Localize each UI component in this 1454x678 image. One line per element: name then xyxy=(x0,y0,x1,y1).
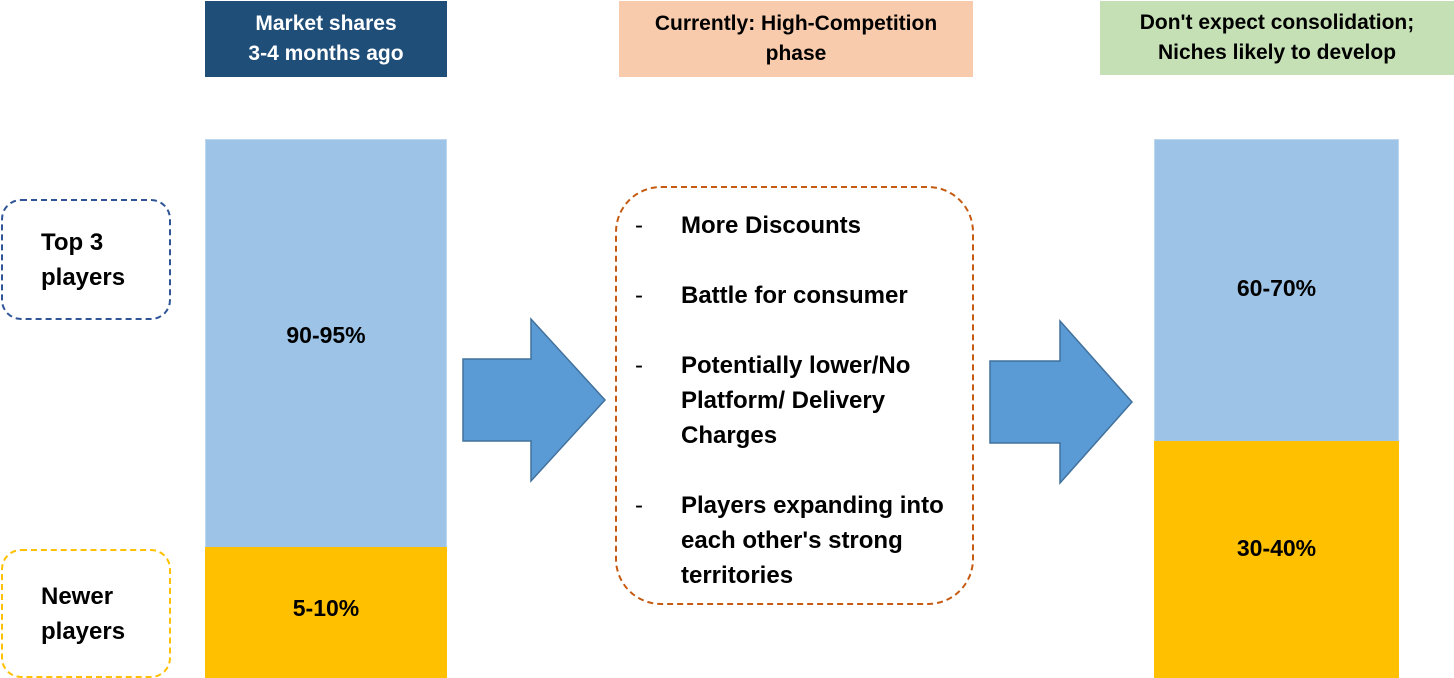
bar-left-top-label: 90-95% xyxy=(286,321,366,348)
bullet-text: More Discounts xyxy=(681,212,862,239)
competition-effects-box: - More Discounts - Battle for consumer -… xyxy=(615,186,974,605)
legend-top-players-line2: players xyxy=(41,263,126,291)
legend-top-players: Top 3 players xyxy=(1,199,171,320)
right-arrow-shape xyxy=(462,317,607,483)
bar-right-bottom-segment: 30-40% xyxy=(1154,441,1399,678)
header-market-shares-line2: 3-4 months ago xyxy=(248,42,404,65)
bullet-marker: - xyxy=(635,352,643,379)
right-arrow-shape-2 xyxy=(989,319,1134,485)
header-market-shares-line1: Market shares xyxy=(255,12,397,35)
bar-right-top-label: 60-70% xyxy=(1236,275,1317,302)
bar-left: 90-95% 5-10% xyxy=(205,139,447,678)
bar-right-top-segment: 60-70% xyxy=(1154,139,1399,442)
header-high-competition-line2: phase xyxy=(765,42,827,65)
bullet-text: Players expanding into each other's stro… xyxy=(681,492,944,589)
right-arrow-icon xyxy=(462,317,607,483)
legend-newer-players-line2: players xyxy=(41,617,126,645)
bar-left-bottom-segment: 5-10% xyxy=(205,546,447,678)
legend-newer-players-line1: Newer xyxy=(41,582,114,610)
header-high-competition: Currently: High-Competition phase xyxy=(619,1,973,77)
header-high-competition-line1: Currently: High-Competition xyxy=(654,12,938,35)
bullet-marker: - xyxy=(635,282,643,309)
header-niches-line2: Niches likely to develop xyxy=(1157,41,1397,64)
legend-newer-players: Newer players xyxy=(1,549,171,678)
bullet-text: Battle for consumer xyxy=(681,282,908,309)
bullet-marker: - xyxy=(635,212,643,239)
bullet-marker: - xyxy=(635,492,643,519)
legend-top-players-line1: Top 3 xyxy=(41,228,104,256)
bar-left-bottom-label: 5-10% xyxy=(292,594,360,621)
bar-left-top-segment: 90-95% xyxy=(205,139,447,547)
bar-right-bottom-label: 30-40% xyxy=(1236,535,1317,562)
header-market-shares: Market shares 3-4 months ago xyxy=(205,1,447,77)
right-arrow-icon-2 xyxy=(989,319,1134,485)
bullet-text: Potentially lower/No Platform/ Delivery … xyxy=(681,352,911,449)
bar-right: 60-70% 30-40% xyxy=(1154,139,1399,678)
header-niches-line1: Don't expect consolidation; xyxy=(1139,11,1415,34)
header-niches: Don't expect consolidation; Niches likel… xyxy=(1100,1,1454,75)
